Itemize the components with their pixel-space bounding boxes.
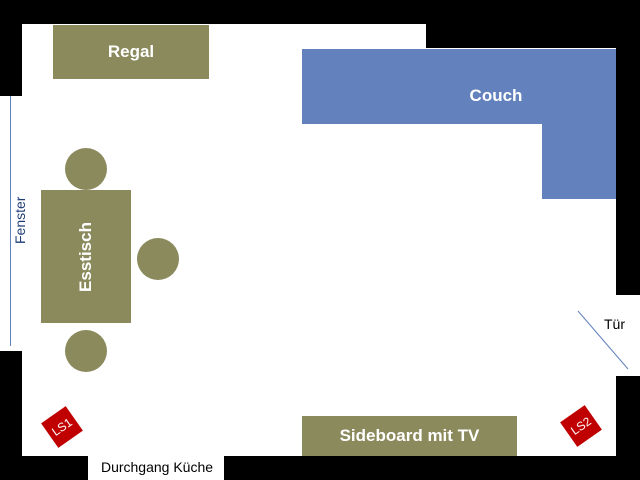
- chair-right: [137, 238, 179, 280]
- couch-chaise: [542, 124, 616, 199]
- speaker-left-label: LS1: [49, 415, 75, 439]
- sideboard-label: Sideboard mit TV: [339, 426, 480, 445]
- door-label: Tür: [604, 316, 625, 332]
- couch-label: Couch: [469, 86, 523, 105]
- kitchen-passage-label: Durchgang Küche: [100, 459, 214, 475]
- shelf: Regal: [53, 25, 209, 79]
- chair-top: [65, 148, 107, 190]
- chair-bottom: [65, 330, 107, 372]
- dining-table: [41, 190, 131, 323]
- couch-main: [302, 49, 616, 124]
- shelf-label: Regal: [107, 42, 155, 61]
- speaker-right-label: LS2: [568, 414, 594, 438]
- floor-area-door-gap: [616, 295, 640, 376]
- window-label: Fenster: [12, 196, 28, 244]
- window-line: [10, 96, 11, 346]
- floor-area-window-gap: [0, 96, 22, 351]
- dining-table-label: Esstisch: [76, 222, 95, 292]
- floor-area-kitchen-gap: [88, 456, 224, 480]
- sideboard: Sideboard mit TV: [302, 416, 517, 456]
